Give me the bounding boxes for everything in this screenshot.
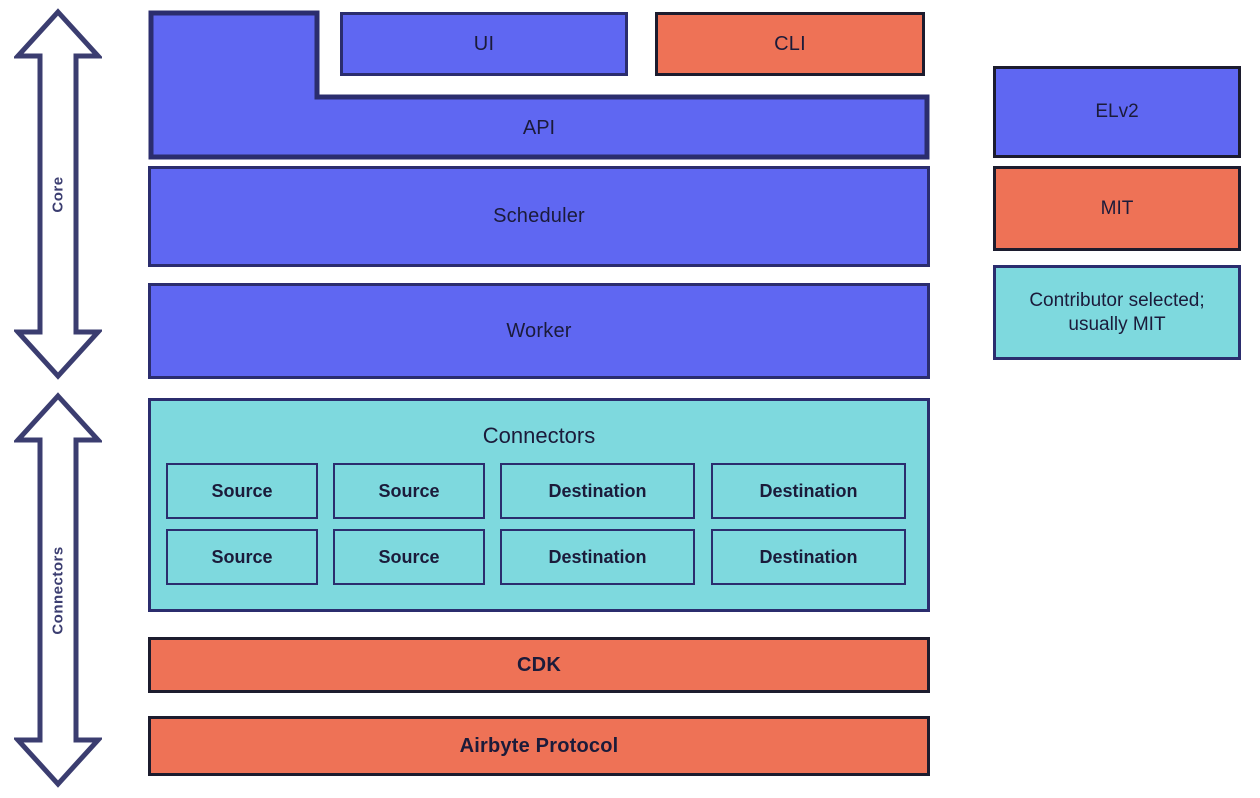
legend-item-label: MIT — [1100, 197, 1134, 219]
connector-cell[interactable]: Source — [333, 529, 485, 585]
scheduler-block[interactable]: Scheduler — [148, 166, 930, 267]
connector-cell[interactable]: Source — [166, 463, 318, 519]
connector-cell[interactable]: Source — [166, 529, 318, 585]
legend-item-label: Contributor selected; usually MIT — [1029, 290, 1205, 335]
connector-cell-label: Destination — [548, 480, 647, 501]
connectors-bracket-arrow: Connectors — [14, 392, 102, 788]
legend-item-label: ELv2 — [1095, 101, 1139, 123]
legend-item-contributor[interactable]: Contributor selected; usually MIT — [993, 265, 1241, 360]
cli-block[interactable]: CLI — [655, 12, 925, 76]
legend-item-elv2[interactable]: ELv2 — [993, 66, 1241, 158]
cdk-label: CDK — [517, 653, 561, 676]
scheduler-label: Scheduler — [493, 205, 585, 227]
connector-cell[interactable]: Destination — [711, 529, 906, 585]
connector-cell[interactable]: Source — [333, 463, 485, 519]
airbyte-protocol-label: Airbyte Protocol — [459, 734, 619, 757]
connector-cell-label: Destination — [759, 546, 858, 567]
connectors-group-title: Connectors — [482, 423, 596, 448]
ui-label: UI — [473, 32, 495, 55]
connector-cell-label: Destination — [548, 546, 647, 567]
connector-cell-label: Destination — [759, 480, 858, 501]
connector-cell[interactable]: Destination — [711, 463, 906, 519]
connector-cell-label: Source — [378, 480, 440, 501]
worker-block[interactable]: Worker — [148, 283, 930, 379]
connector-cell-label: Source — [211, 480, 273, 501]
cli-label: CLI — [774, 32, 806, 55]
api-label: API — [522, 117, 556, 139]
legend-item-mit[interactable]: MIT — [993, 166, 1241, 251]
connectors-group[interactable]: Connectors Source Source Destination Des… — [148, 398, 930, 612]
connector-cell[interactable]: Destination — [500, 529, 695, 585]
connector-cell-label: Source — [378, 546, 440, 567]
connector-cell[interactable]: Destination — [500, 463, 695, 519]
cdk-block[interactable]: CDK — [148, 637, 930, 693]
worker-label: Worker — [506, 319, 572, 342]
airbyte-protocol-block[interactable]: Airbyte Protocol — [148, 716, 930, 776]
ui-block[interactable]: UI — [340, 12, 628, 76]
api-block[interactable]: API — [148, 10, 930, 160]
connector-cell-label: Source — [211, 546, 273, 567]
core-bracket-arrow: Core — [14, 8, 102, 380]
